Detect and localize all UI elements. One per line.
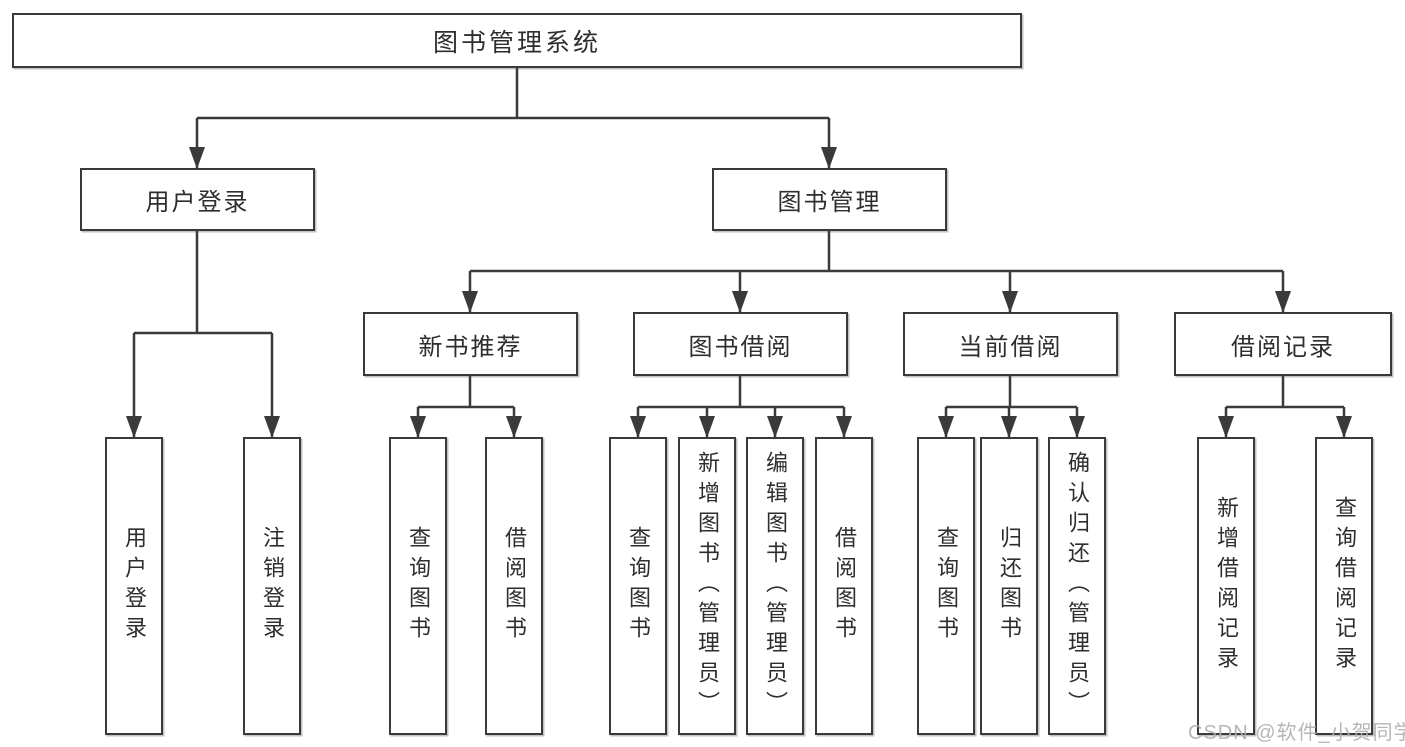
leaf-return-books: 归还图书 — [980, 437, 1038, 735]
node-label: 查询图书 — [406, 526, 431, 646]
node-label: 图书借阅 — [688, 333, 793, 361]
node-label: 编辑图书（管理员） — [763, 451, 788, 721]
leaf-borrow-books-recommend: 借阅图书 — [485, 437, 543, 735]
node-label: 当前借阅 — [958, 333, 1063, 361]
node-label: 图书管理 — [777, 189, 882, 216]
node-label: 查询图书 — [934, 526, 959, 646]
leaf-user-login: 用户登录 — [105, 437, 163, 735]
leaf-query-books-recommend: 查询图书 — [389, 437, 447, 735]
node-library-management-system: 图书管理系统 — [12, 13, 1022, 68]
node-label: 借阅记录 — [1231, 333, 1335, 361]
node-label: 用户登录 — [122, 526, 147, 646]
leaf-query-books-current: 查询图书 — [917, 437, 975, 735]
node-label: 归还图书 — [997, 526, 1022, 646]
csdn-watermark: CSDN @软件_小贺同学 — [1188, 722, 1405, 744]
leaf-query-books-borrowing: 查询图书 — [609, 437, 667, 735]
leaf-borrow-books: 借阅图书 — [815, 437, 873, 735]
node-label: 新增借阅记录 — [1214, 496, 1239, 676]
leaf-logout: 注销登录 — [243, 437, 301, 735]
node-label: 查询图书 — [626, 526, 651, 646]
node-borrowing-records: 借阅记录 — [1174, 312, 1392, 376]
node-label: 确认归还（管理员） — [1065, 451, 1090, 721]
leaf-add-books-admin: 新增图书（管理员） — [678, 437, 736, 735]
node-label: 图书管理系统 — [432, 28, 601, 57]
node-label: 新增图书（管理员） — [695, 451, 720, 721]
node-book-management-branch: 图书管理 — [712, 168, 947, 231]
node-label: 查询借阅记录 — [1332, 496, 1357, 676]
node-label: 新书推荐 — [418, 333, 523, 361]
node-label: 用户登录 — [145, 189, 250, 216]
node-label: 借阅图书 — [832, 526, 857, 646]
node-user-login-branch: 用户登录 — [80, 168, 315, 231]
node-label: 借阅图书 — [502, 526, 527, 646]
leaf-confirm-return-admin: 确认归还（管理员） — [1048, 437, 1106, 735]
leaf-query-borrow-record: 查询借阅记录 — [1315, 437, 1373, 735]
leaf-add-borrow-record: 新增借阅记录 — [1197, 437, 1255, 735]
node-new-book-recommendation: 新书推荐 — [363, 312, 578, 376]
node-label: 注销登录 — [260, 526, 285, 646]
node-current-borrowing: 当前借阅 — [903, 312, 1118, 376]
leaf-edit-books-admin: 编辑图书（管理员） — [746, 437, 804, 735]
node-book-borrowing: 图书借阅 — [633, 312, 848, 376]
